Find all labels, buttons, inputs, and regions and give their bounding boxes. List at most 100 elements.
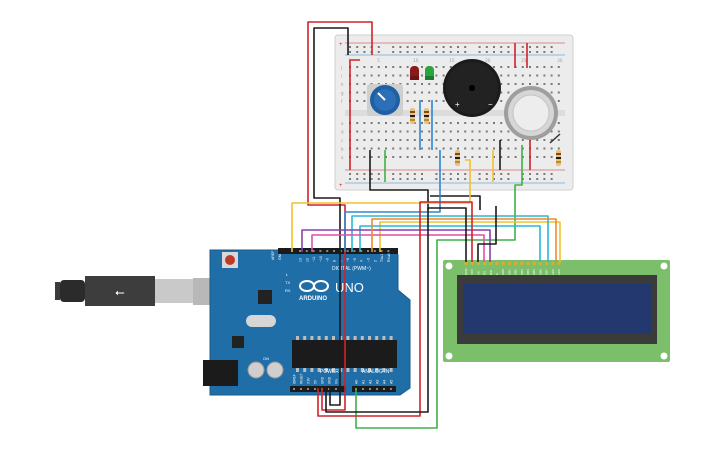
digital-pin-label: ~5	[353, 258, 357, 262]
wire-red-lcd	[317, 201, 473, 417]
breadboard-row-label: b	[341, 147, 344, 152]
resistor-2	[424, 108, 429, 124]
power-pin-label: Vin	[335, 379, 339, 384]
digital-pin-label: TX▸1	[380, 254, 384, 262]
digital-pin-label: 4	[360, 260, 364, 262]
digital-pin-label: RX◂0	[387, 253, 391, 262]
lcd-screen	[463, 284, 651, 334]
breadboard-row-label: f	[341, 99, 343, 104]
arduino-logo-text: ARDUINO	[299, 296, 327, 302]
led-red	[410, 66, 419, 80]
breadboard-row-label: c	[341, 138, 343, 143]
power-pin-label: RESET	[300, 373, 304, 384]
lcd-pin-label: GND	[464, 268, 468, 276]
aref-label: AREF	[271, 251, 275, 260]
power-pin-label: 3.3V	[307, 377, 311, 384]
analog-pin-label: A3	[376, 380, 380, 384]
resistor-4	[556, 150, 561, 166]
power-pin-label: GND	[321, 376, 325, 384]
analog-pin-label: A5	[390, 380, 394, 384]
piezo-buzzer: + −	[443, 59, 501, 117]
breadboard-row-label: h	[341, 82, 344, 87]
power-rail-plus-bottom: +	[339, 183, 343, 189]
wire-cyan-1	[351, 215, 549, 262]
breadboard-row-label: a	[341, 155, 344, 160]
lcd-pin-label: DB5	[532, 269, 536, 275]
on-label: ON	[263, 356, 269, 361]
resistor-1	[410, 108, 415, 124]
wire-pink	[311, 234, 485, 262]
gnd-label: GND	[278, 252, 282, 260]
lcd-pin-label: LED	[551, 268, 555, 275]
breadboard-column-label: 5	[377, 58, 380, 63]
potentiometer	[367, 84, 403, 116]
digital-pin-label: ~3	[367, 258, 371, 262]
breadboard-row-label: i	[341, 74, 342, 79]
digital-pin-label: 8	[333, 260, 337, 262]
wire-blue-1	[344, 150, 441, 252]
power-label: POWER	[320, 369, 339, 375]
power-pin-label: IOREF	[293, 374, 297, 384]
breadboard-column-label: 30	[557, 58, 563, 63]
digital-pin-label: 2	[373, 260, 377, 262]
usb-cable: ⭠	[55, 276, 193, 306]
wire-black-3	[430, 195, 481, 210]
analog-pin-label: A0	[355, 380, 359, 384]
lcd-pin-label: DB2	[514, 269, 518, 275]
resistor-3	[455, 150, 460, 166]
lcd-pin-label: DB3	[520, 269, 524, 275]
breadboard-row-label: d	[341, 130, 344, 135]
digital-label: DIGITAL (PWM~)	[332, 266, 371, 272]
digital-pin-label: 7	[339, 260, 343, 262]
digital-pin-label: ~9	[326, 258, 330, 262]
wires	[291, 21, 561, 429]
gas-sensor	[504, 86, 561, 144]
rx-label: RX	[285, 288, 291, 293]
wire-yellow-1	[291, 159, 471, 252]
wire-orange	[371, 218, 557, 262]
lcd-pin-label: DB1	[507, 269, 511, 275]
arduino-model: UNO	[335, 280, 364, 295]
l-label: L	[286, 272, 289, 277]
breadboard-column-label: 10	[413, 58, 419, 63]
wire-green-a0	[355, 145, 523, 429]
breadboard-column-label: 25	[521, 58, 527, 63]
power-rail-plus-top: +	[339, 42, 343, 48]
tx-label: TX	[285, 280, 290, 285]
lcd-pin-label: E	[495, 273, 499, 275]
analog-pin-label: A1	[362, 380, 366, 384]
digital-pin-label: 12	[305, 258, 309, 262]
buzzer-minus-label: −	[488, 100, 493, 109]
digital-pin-label: ~10	[319, 256, 323, 262]
breadboard-row-label: e	[341, 121, 344, 126]
wire-black-2	[369, 150, 429, 210]
led-green	[425, 66, 434, 80]
analog-pin-label: A4	[383, 380, 387, 384]
analog-pin-label: A2	[369, 380, 373, 384]
arduino-logo-icon	[299, 280, 329, 292]
wire-red-rail	[349, 59, 360, 170]
lcd-pin-label: DB0	[501, 269, 505, 275]
wire-black-lcd	[325, 207, 467, 413]
lcd-pin-label: DB6	[538, 269, 542, 275]
lcd-pin-label: DB7	[545, 269, 549, 275]
wire-black-gnd	[313, 27, 349, 406]
power-pin-label: 5V	[314, 379, 318, 384]
digital-pin-label: ~6	[346, 258, 350, 262]
arduino-uno: ⭠ ARDUINO UNO DIGITAL (PWM~) POWER ANALO…	[55, 248, 411, 396]
wire-black-lcd-2	[477, 206, 497, 262]
buzzer-plus-label: +	[455, 100, 460, 109]
lcd-pin-label: RW	[489, 270, 493, 275]
digital-pin-label: 13	[299, 258, 303, 262]
digital-pin-label: ~11	[312, 256, 316, 262]
lcd-pin-label: RS	[483, 271, 487, 275]
wire-purple	[301, 229, 491, 262]
wire-yellow-2	[379, 221, 561, 262]
lcd-pin-label: VCC	[470, 268, 474, 275]
lcd-pin-label: LED	[557, 268, 561, 275]
breadboard-row-label: g	[341, 91, 344, 96]
